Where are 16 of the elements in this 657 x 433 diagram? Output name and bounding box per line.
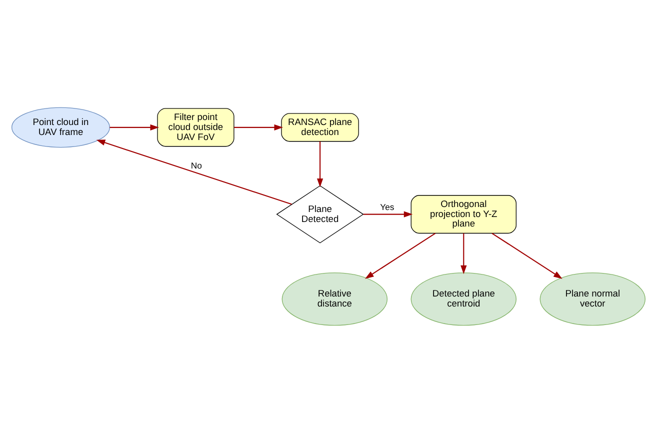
arrow <box>363 211 413 218</box>
node-box: RANSAC plane detection <box>281 113 359 142</box>
node-ellipse: Detected plane centroid <box>410 272 516 326</box>
arrow <box>364 232 436 279</box>
arrow <box>96 140 292 205</box>
arrow <box>460 233 467 274</box>
node-box: Orthogonal projection to Y-Z plane <box>410 195 516 234</box>
arrow <box>110 124 160 130</box>
arrow <box>234 124 284 130</box>
edge-label: Yes <box>380 202 394 212</box>
arrow <box>492 232 562 279</box>
node-ellipse: Point cloud in UAV frame <box>11 107 110 148</box>
edge-label: No <box>190 160 202 171</box>
node-box: Filter point cloud outside UAV FoV <box>157 108 234 147</box>
arrow <box>316 141 324 188</box>
node-diamond: Plane Detected <box>276 185 364 244</box>
